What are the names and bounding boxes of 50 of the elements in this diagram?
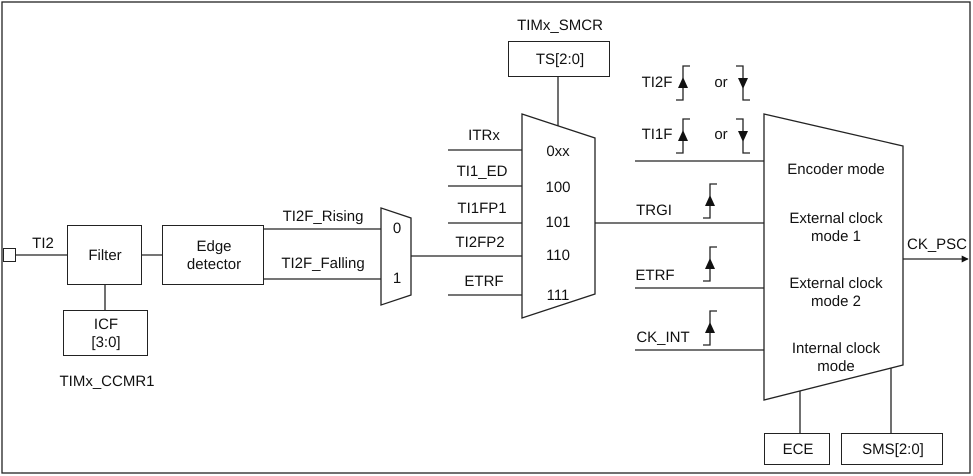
select-code: 1 (392, 270, 402, 288)
signal-line (411, 255, 522, 257)
signal-line (16, 254, 67, 256)
register-box (764, 433, 830, 465)
signal-line (448, 222, 522, 224)
signal-label: CK_INT (635, 330, 691, 346)
mode-label: Encoder mode (786, 161, 886, 179)
node-label: Filter (88, 247, 122, 265)
signal-line (448, 185, 522, 187)
mode-label: Internal clock mode (790, 340, 882, 376)
node-label: Edge detector (186, 238, 242, 274)
signal-line (264, 278, 381, 280)
signal-line (557, 77, 559, 126)
multiplexer (381, 208, 411, 305)
register-name: TIMx_CCMR1 (60, 373, 154, 391)
mode-label: External clock mode 2 (788, 275, 884, 311)
node-label: TS[2:0] (536, 51, 584, 69)
signal-arrow (903, 256, 969, 262)
select-code: 0 (392, 220, 402, 238)
signal-line (264, 228, 381, 230)
select-code: 101 (545, 214, 571, 232)
node-label: ICF [3:0] (90, 316, 122, 352)
signal-line (448, 149, 522, 151)
select-code: 110 (546, 247, 570, 265)
signal-label: TI2F_Rising (282, 208, 364, 226)
signal-line (890, 368, 892, 433)
signal-line (635, 160, 764, 162)
register-name: TIMx_SMCR (517, 17, 603, 35)
mode-label: External clock mode 1 (788, 210, 884, 246)
signal-line (635, 287, 764, 289)
signal-label: CK_PSC (906, 236, 968, 254)
signal-line (142, 254, 162, 256)
signal-line (799, 391, 801, 433)
multiplexer (764, 114, 903, 400)
signal-line (104, 285, 106, 310)
select-code: 111 (546, 287, 570, 305)
signal-line (595, 222, 764, 224)
process-box (67, 225, 142, 285)
select-code: 100 (545, 179, 571, 197)
signal-label: TI1_ED (456, 164, 508, 180)
node-label: ECE (782, 441, 814, 459)
process-box (162, 225, 264, 285)
signal-label: TI2F_Falling (280, 256, 366, 272)
select-code: 0xx (546, 143, 570, 161)
register-box (841, 433, 943, 465)
signal-line (448, 294, 522, 296)
node-label: SMS[2:0] (862, 441, 924, 459)
signal-line (635, 349, 764, 351)
multiplexer (522, 114, 595, 318)
input-pin (3, 248, 16, 262)
